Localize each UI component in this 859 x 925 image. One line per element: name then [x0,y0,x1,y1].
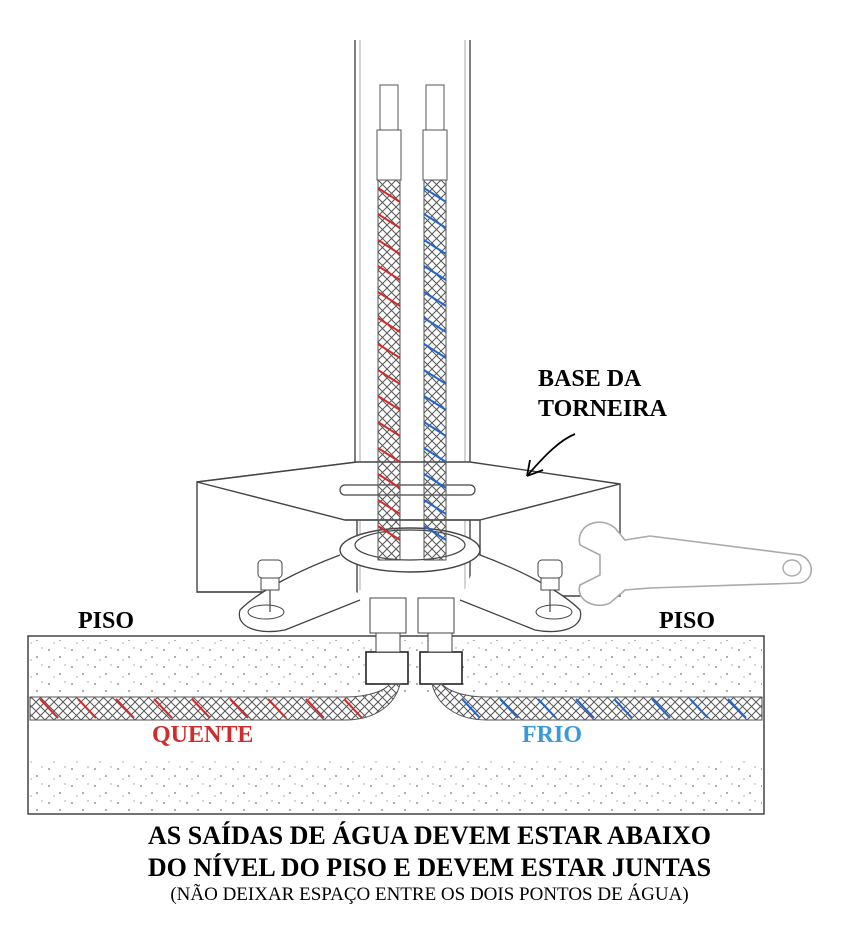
cold-hose-vertical [422,84,448,561]
bolt-right [537,559,563,612]
faucet-base-box [196,461,621,597]
label-piso-right: PISO [659,608,716,634]
pipe-fittings [365,597,463,685]
hot-hose-vertical [376,84,402,561]
wrench-icon [578,521,813,607]
caption: AS SAÍDAS DE ÁGUA DEVEM ESTAR ABAIXO DO … [0,820,859,906]
label-base-line1: BASE DA [538,366,642,392]
bolt-left [257,559,283,612]
label-piso-left: PISO [78,608,135,634]
label-base-line2: TORNEIRA [538,396,667,422]
cold-hose-horizontal [431,683,763,721]
label-frio: FRIO [522,722,582,748]
caption-line-2: DO NÍVEL DO PISO E DEVEM ESTAR JUNTAS [147,853,712,882]
caption-line-1: AS SAÍDAS DE ÁGUA DEVEM ESTAR ABAIXO [148,821,711,850]
pointer-arrow-icon [526,433,576,477]
hot-hose-horizontal [29,683,401,721]
label-base-da-torneira: BASE DA TORNEIRA [538,364,667,424]
caption-line-3: (NÃO DEIXAR ESPAÇO ENTRE OS DOIS PONTOS … [170,884,689,905]
label-quente: QUENTE [152,722,254,748]
